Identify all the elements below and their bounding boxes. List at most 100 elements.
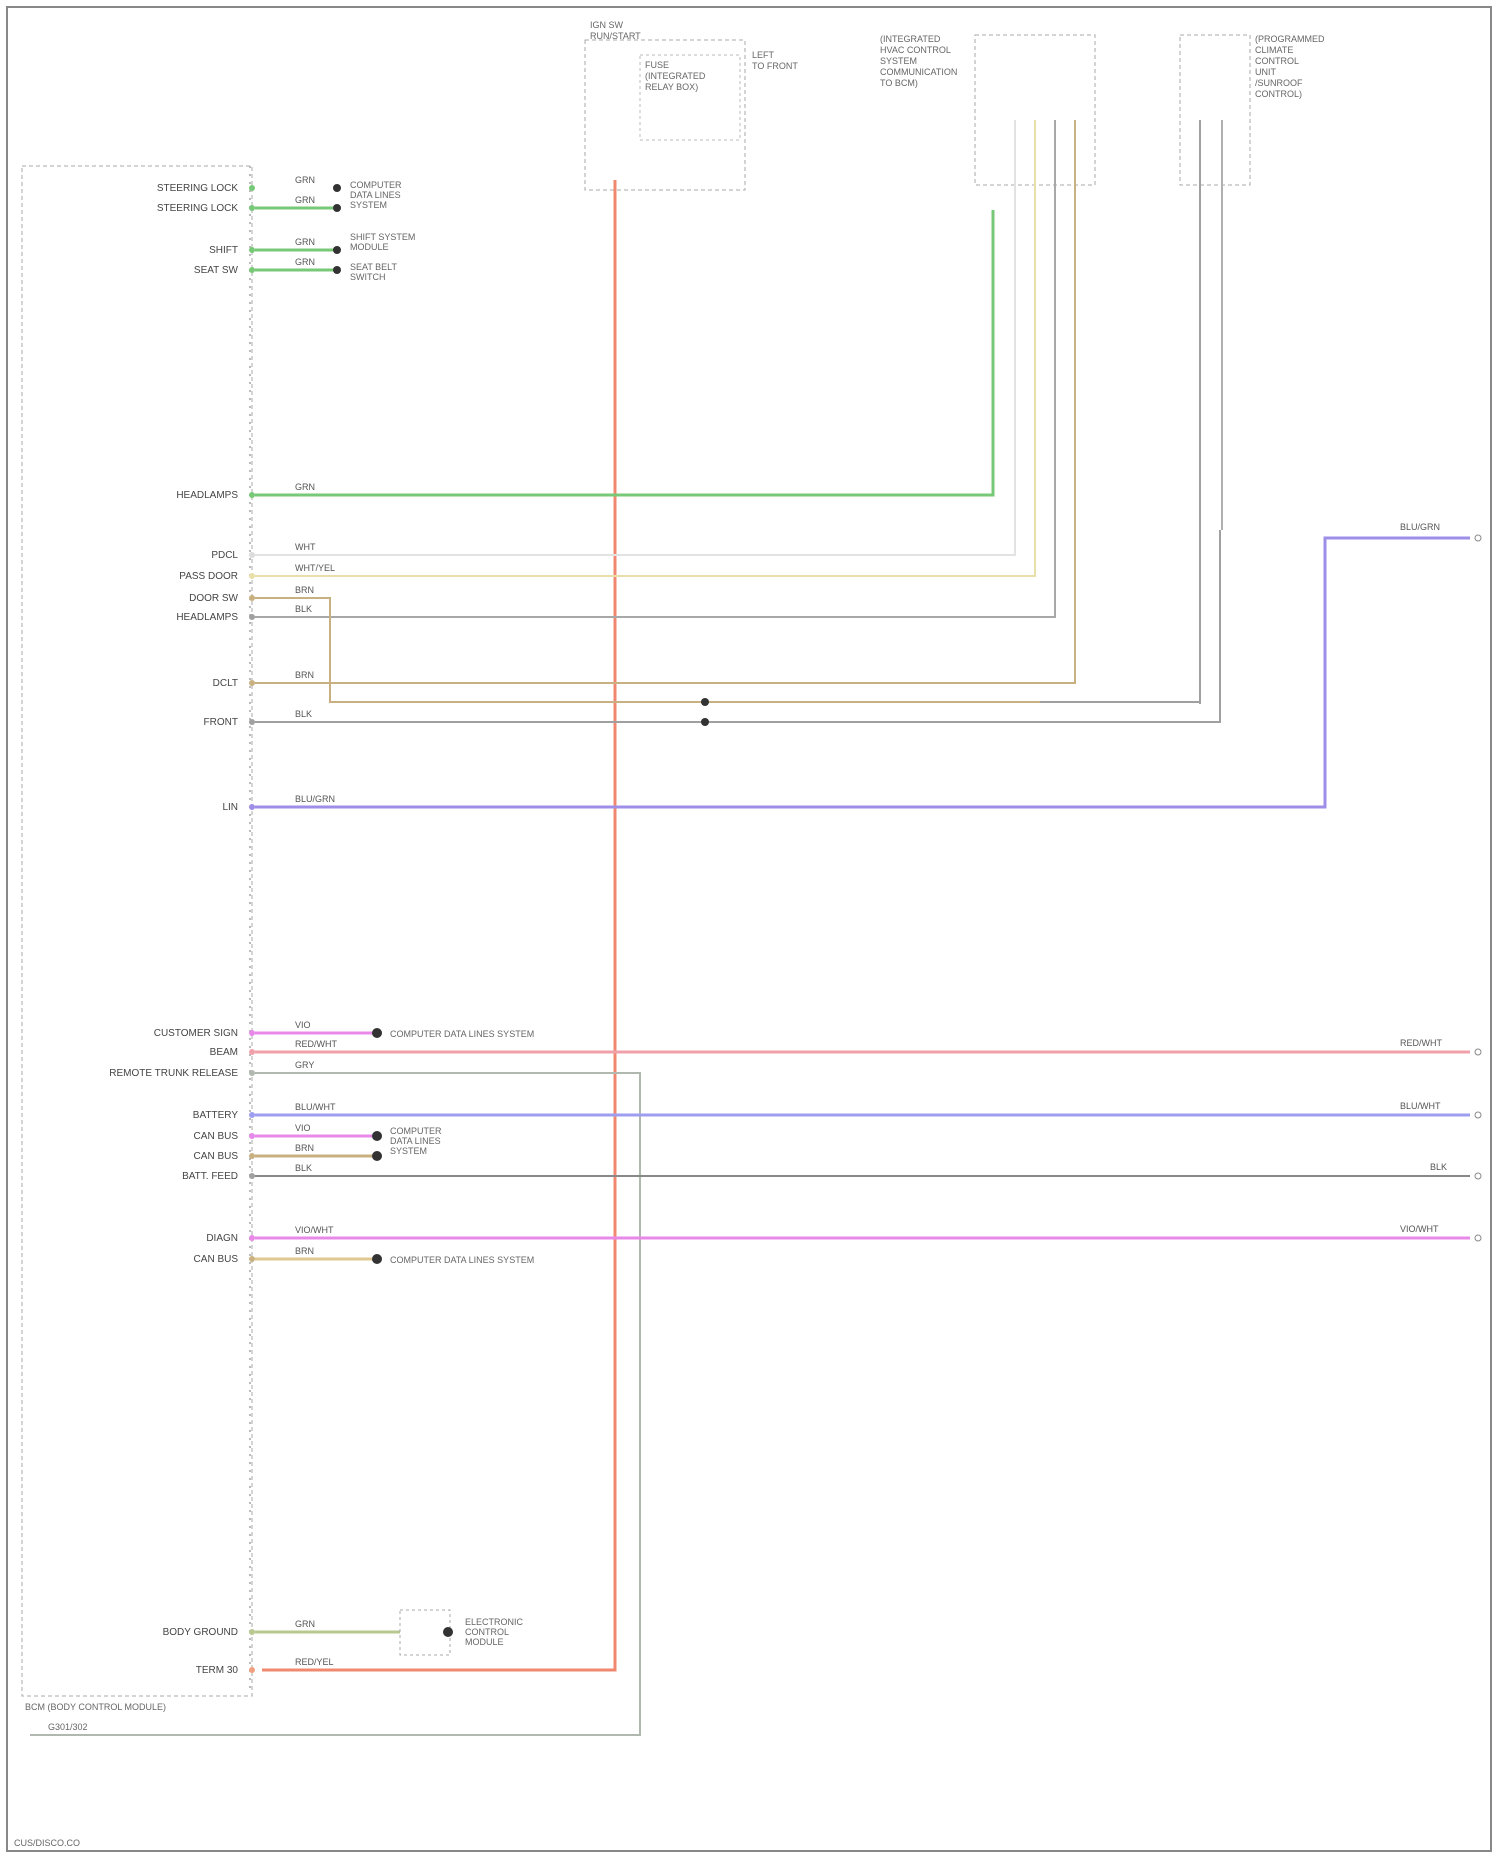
canbus-node-2 xyxy=(372,1151,382,1161)
body-ground-node xyxy=(443,1627,453,1637)
wire-color-label: GRN xyxy=(295,1619,315,1629)
green-headlamp-wire xyxy=(255,210,993,495)
brown-door-wire xyxy=(255,598,1040,702)
body-ground-box xyxy=(400,1610,450,1655)
red-feed-wire xyxy=(262,180,615,1670)
pin-terminal xyxy=(249,1049,255,1055)
customer-sign-node xyxy=(372,1028,382,1038)
wire-color-label: BLK xyxy=(295,1163,312,1173)
customer-dest-label: COMPUTER DATA LINES SYSTEM xyxy=(390,1029,534,1039)
wire-color-label: BLU/WHT xyxy=(295,1102,336,1112)
lin-terminal xyxy=(1475,535,1481,541)
wire-color-label: BRN xyxy=(295,1143,314,1153)
pin-terminal xyxy=(249,614,255,620)
diagn-end-label: VIO/WHT xyxy=(1400,1224,1439,1234)
module-title: BCM (BODY CONTROL MODULE) xyxy=(25,1702,166,1712)
pin-labels: STEERING LOCK GRN STEERING LOCK GRN SHIFT GRN… xyxy=(109,175,337,1676)
pin-label: DIAGN xyxy=(206,1233,238,1244)
wire-color-label: VIO xyxy=(295,1020,311,1030)
pin-terminal xyxy=(249,573,255,579)
trunk-release-wire xyxy=(30,1073,640,1735)
beam-terminal xyxy=(1475,1049,1481,1055)
pin-label: SEAT SW xyxy=(194,265,239,276)
hvac-label: (INTEGRATEDHVAC CONTROLSYSTEMCOMMUNICATI… xyxy=(880,34,957,88)
pin-terminal xyxy=(249,1070,255,1076)
lin-wire xyxy=(255,538,1470,807)
pin-label: TERM 30 xyxy=(196,1665,239,1676)
pin-label: REMOTE TRUNK RELEASE xyxy=(109,1068,238,1079)
wire-color-label: GRN xyxy=(295,195,315,205)
pin-terminal xyxy=(249,1629,255,1635)
pin-terminal xyxy=(249,205,255,211)
pin-label: CAN BUS xyxy=(194,1254,239,1265)
canbus2-dest-label: COMPUTER DATA LINES SYSTEM xyxy=(390,1255,534,1265)
splice-node-1 xyxy=(701,698,709,706)
pin-terminal xyxy=(249,719,255,725)
pin-terminal xyxy=(249,804,255,810)
pin-terminal xyxy=(249,1133,255,1139)
wire-color-label: GRY xyxy=(295,1060,314,1070)
shift-node xyxy=(333,246,341,254)
pin-terminal xyxy=(249,552,255,558)
pin-label: HEADLAMPS xyxy=(176,612,238,623)
wire-color-label: GRN xyxy=(295,482,315,492)
pin-terminal xyxy=(249,1112,255,1118)
pin-terminal xyxy=(249,1235,255,1241)
pin-terminal xyxy=(249,267,255,273)
pin-terminal xyxy=(249,492,255,498)
wire-color-label: WHT/YEL xyxy=(295,563,335,573)
seat-node xyxy=(333,266,341,274)
lin-end-label: BLU/GRN xyxy=(1400,522,1440,532)
pin-terminal xyxy=(249,1173,255,1179)
pin-terminal xyxy=(249,1030,255,1036)
pin-terminal xyxy=(249,1667,255,1673)
wire-color-label: WHT xyxy=(295,542,316,552)
pin-label: LIN xyxy=(222,802,238,813)
pin-terminal xyxy=(249,247,255,253)
pin-terminal xyxy=(249,1153,255,1159)
wire-color-label: BRN xyxy=(295,670,314,680)
pin-label: STEERING LOCK xyxy=(157,183,238,194)
pin-label: HEADLAMPS xyxy=(176,490,238,501)
pin-label: BODY GROUND xyxy=(163,1627,238,1638)
pin-label: DCLT xyxy=(213,678,238,689)
wire-color-label: BLU/GRN xyxy=(295,794,335,804)
pin-label: BATT. FEED xyxy=(182,1171,238,1182)
pin-label: CUSTOMER SIGN xyxy=(154,1028,238,1039)
wire-color-label: RED/YEL xyxy=(295,1657,334,1667)
pin-label: DOOR SW xyxy=(189,593,238,604)
module-ground: G301/302 xyxy=(48,1722,88,1732)
battery-end-label: BLU/WHT xyxy=(1400,1101,1441,1111)
wire-color-label: BLK xyxy=(295,709,312,719)
wire-color-label: VIO/WHT xyxy=(295,1225,334,1235)
steering-node-2 xyxy=(333,204,341,212)
pin-label: STEERING LOCK xyxy=(157,203,238,214)
pin-terminal xyxy=(249,1256,255,1262)
beam-end-label: RED/WHT xyxy=(1400,1038,1442,1048)
pin-label: SHIFT xyxy=(209,245,238,256)
pin-label: BATTERY xyxy=(193,1110,239,1121)
wire-color-label: VIO xyxy=(295,1123,311,1133)
splice-node-2 xyxy=(701,718,709,726)
pin-label: PASS DOOR xyxy=(179,571,238,582)
batt-feed-end-label: BLK xyxy=(1430,1162,1447,1172)
pin-label: BEAM xyxy=(210,1047,238,1058)
wire-color-label: BLK xyxy=(295,604,312,614)
pin-label: FRONT xyxy=(204,717,238,728)
pin-label: CAN BUS xyxy=(194,1151,239,1162)
canbus-node-3 xyxy=(372,1254,382,1264)
pin-terminal xyxy=(249,185,255,191)
bcm-module-box xyxy=(22,166,252,1696)
diagn-terminal xyxy=(1475,1235,1481,1241)
wire-color-label: BRN xyxy=(295,585,314,595)
